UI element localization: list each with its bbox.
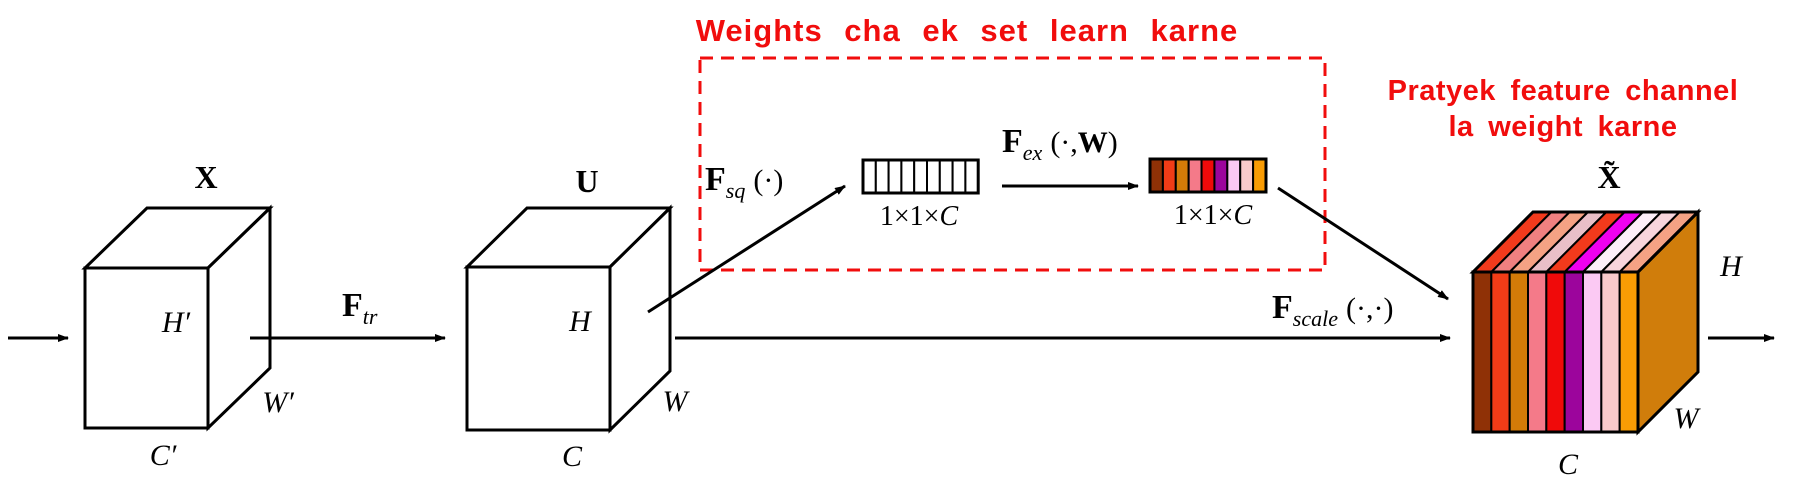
output-channels-label: C	[1558, 448, 1579, 481]
excited-cell	[1149, 158, 1164, 193]
output-channel-stripe	[1545, 271, 1566, 433]
input-tensor-symbol: X	[194, 159, 217, 195]
excited-vector-outline	[1148, 157, 1268, 194]
input-height-label: H′	[161, 306, 191, 339]
excited-vector-dims: 1×1×C	[1174, 200, 1253, 231]
reweight-arrow	[1277, 186, 1449, 301]
excitation-label: Fex(·,W)	[1002, 123, 1118, 165]
transform-label: Ftr	[342, 287, 378, 329]
scale-note: Pratyek feature channel la weight karne	[1388, 75, 1739, 143]
output-width-label: W	[1674, 402, 1702, 435]
input-channels-label: C′	[150, 439, 177, 472]
input-tensor-cube: X H′ W′ C′	[81, 159, 294, 472]
squeezed-cell	[926, 159, 941, 194]
squeezed-vector-cells	[862, 159, 980, 194]
transformed-width-label: W	[663, 385, 691, 418]
output-channel-stripe	[1600, 271, 1621, 433]
output-height-label: H	[1719, 250, 1744, 283]
output-channel-stripe	[1618, 271, 1639, 433]
squeezed-vector-outline	[861, 158, 980, 195]
excited-cell	[1200, 158, 1216, 193]
transformed-height-label: H	[568, 305, 593, 338]
input-width-label: W′	[262, 386, 294, 419]
output-channel-stripe	[1563, 271, 1584, 433]
scale-note-line1: Pratyek feature channel	[1388, 75, 1739, 107]
output-tensor-symbol: X̃	[1597, 159, 1620, 195]
output-cube-top-stripes	[1470, 211, 1701, 273]
transformed-tensor-symbol: U	[575, 163, 598, 199]
transformed-cube-front-face	[465, 265, 612, 432]
transformed-channels-label: C	[562, 440, 583, 473]
output-tensor-cube: X̃ H W C	[1469, 159, 1744, 481]
output-channel-stripe	[1490, 271, 1511, 433]
squeeze-arrow	[647, 184, 846, 314]
excited-cell	[1161, 158, 1177, 193]
excited-cell	[1213, 158, 1229, 193]
excited-cell	[1187, 158, 1203, 193]
output-channel-stripe	[1508, 271, 1529, 433]
output-channel-stripe	[1472, 271, 1493, 433]
output-channel-stripe	[1582, 271, 1603, 433]
scale-label: Fscale(·,·)	[1272, 289, 1393, 331]
transformed-tensor-cube: U H W C	[463, 163, 691, 473]
scale-note-line2: la weight karne	[1448, 111, 1677, 143]
output-channel-stripe	[1527, 271, 1548, 433]
squeezed-cell	[913, 159, 929, 194]
excited-cell	[1252, 158, 1267, 193]
squeezed-cell	[951, 159, 967, 194]
input-cube-front-face	[83, 266, 210, 430]
squeezed-vector-dims: 1×1×C	[880, 201, 959, 232]
output-cube-front-outline	[1471, 270, 1640, 434]
squeezed-cell	[887, 159, 903, 194]
squeezed-cell	[862, 159, 877, 194]
squeezed-cell	[874, 159, 890, 194]
excited-cell	[1174, 158, 1190, 193]
squeeze-box-note: Weights cha ek set learn karne	[696, 13, 1239, 48]
excited-cell	[1239, 158, 1255, 193]
squeeze-label: Fsq(·)	[705, 161, 783, 203]
excited-cell	[1226, 158, 1242, 193]
output-cube-front-stripes	[1472, 271, 1639, 433]
squeezed-cell	[964, 159, 980, 194]
excited-vector-cells	[1149, 158, 1267, 193]
squeezed-cell	[900, 159, 916, 194]
squeezed-cell	[938, 159, 954, 194]
